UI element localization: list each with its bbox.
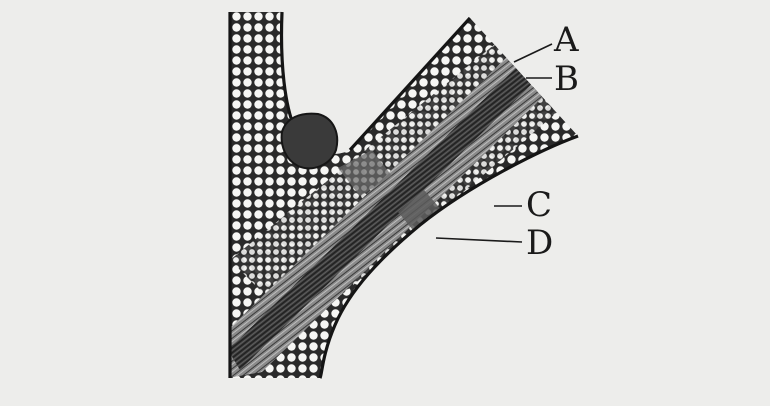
leader-line-a xyxy=(514,44,552,62)
label-d: D xyxy=(526,223,553,263)
label-b: B xyxy=(554,59,579,99)
label-c: C xyxy=(526,185,552,225)
label-a: A xyxy=(553,20,579,60)
leader-line-d xyxy=(436,238,522,242)
axillary-bud xyxy=(282,114,338,169)
